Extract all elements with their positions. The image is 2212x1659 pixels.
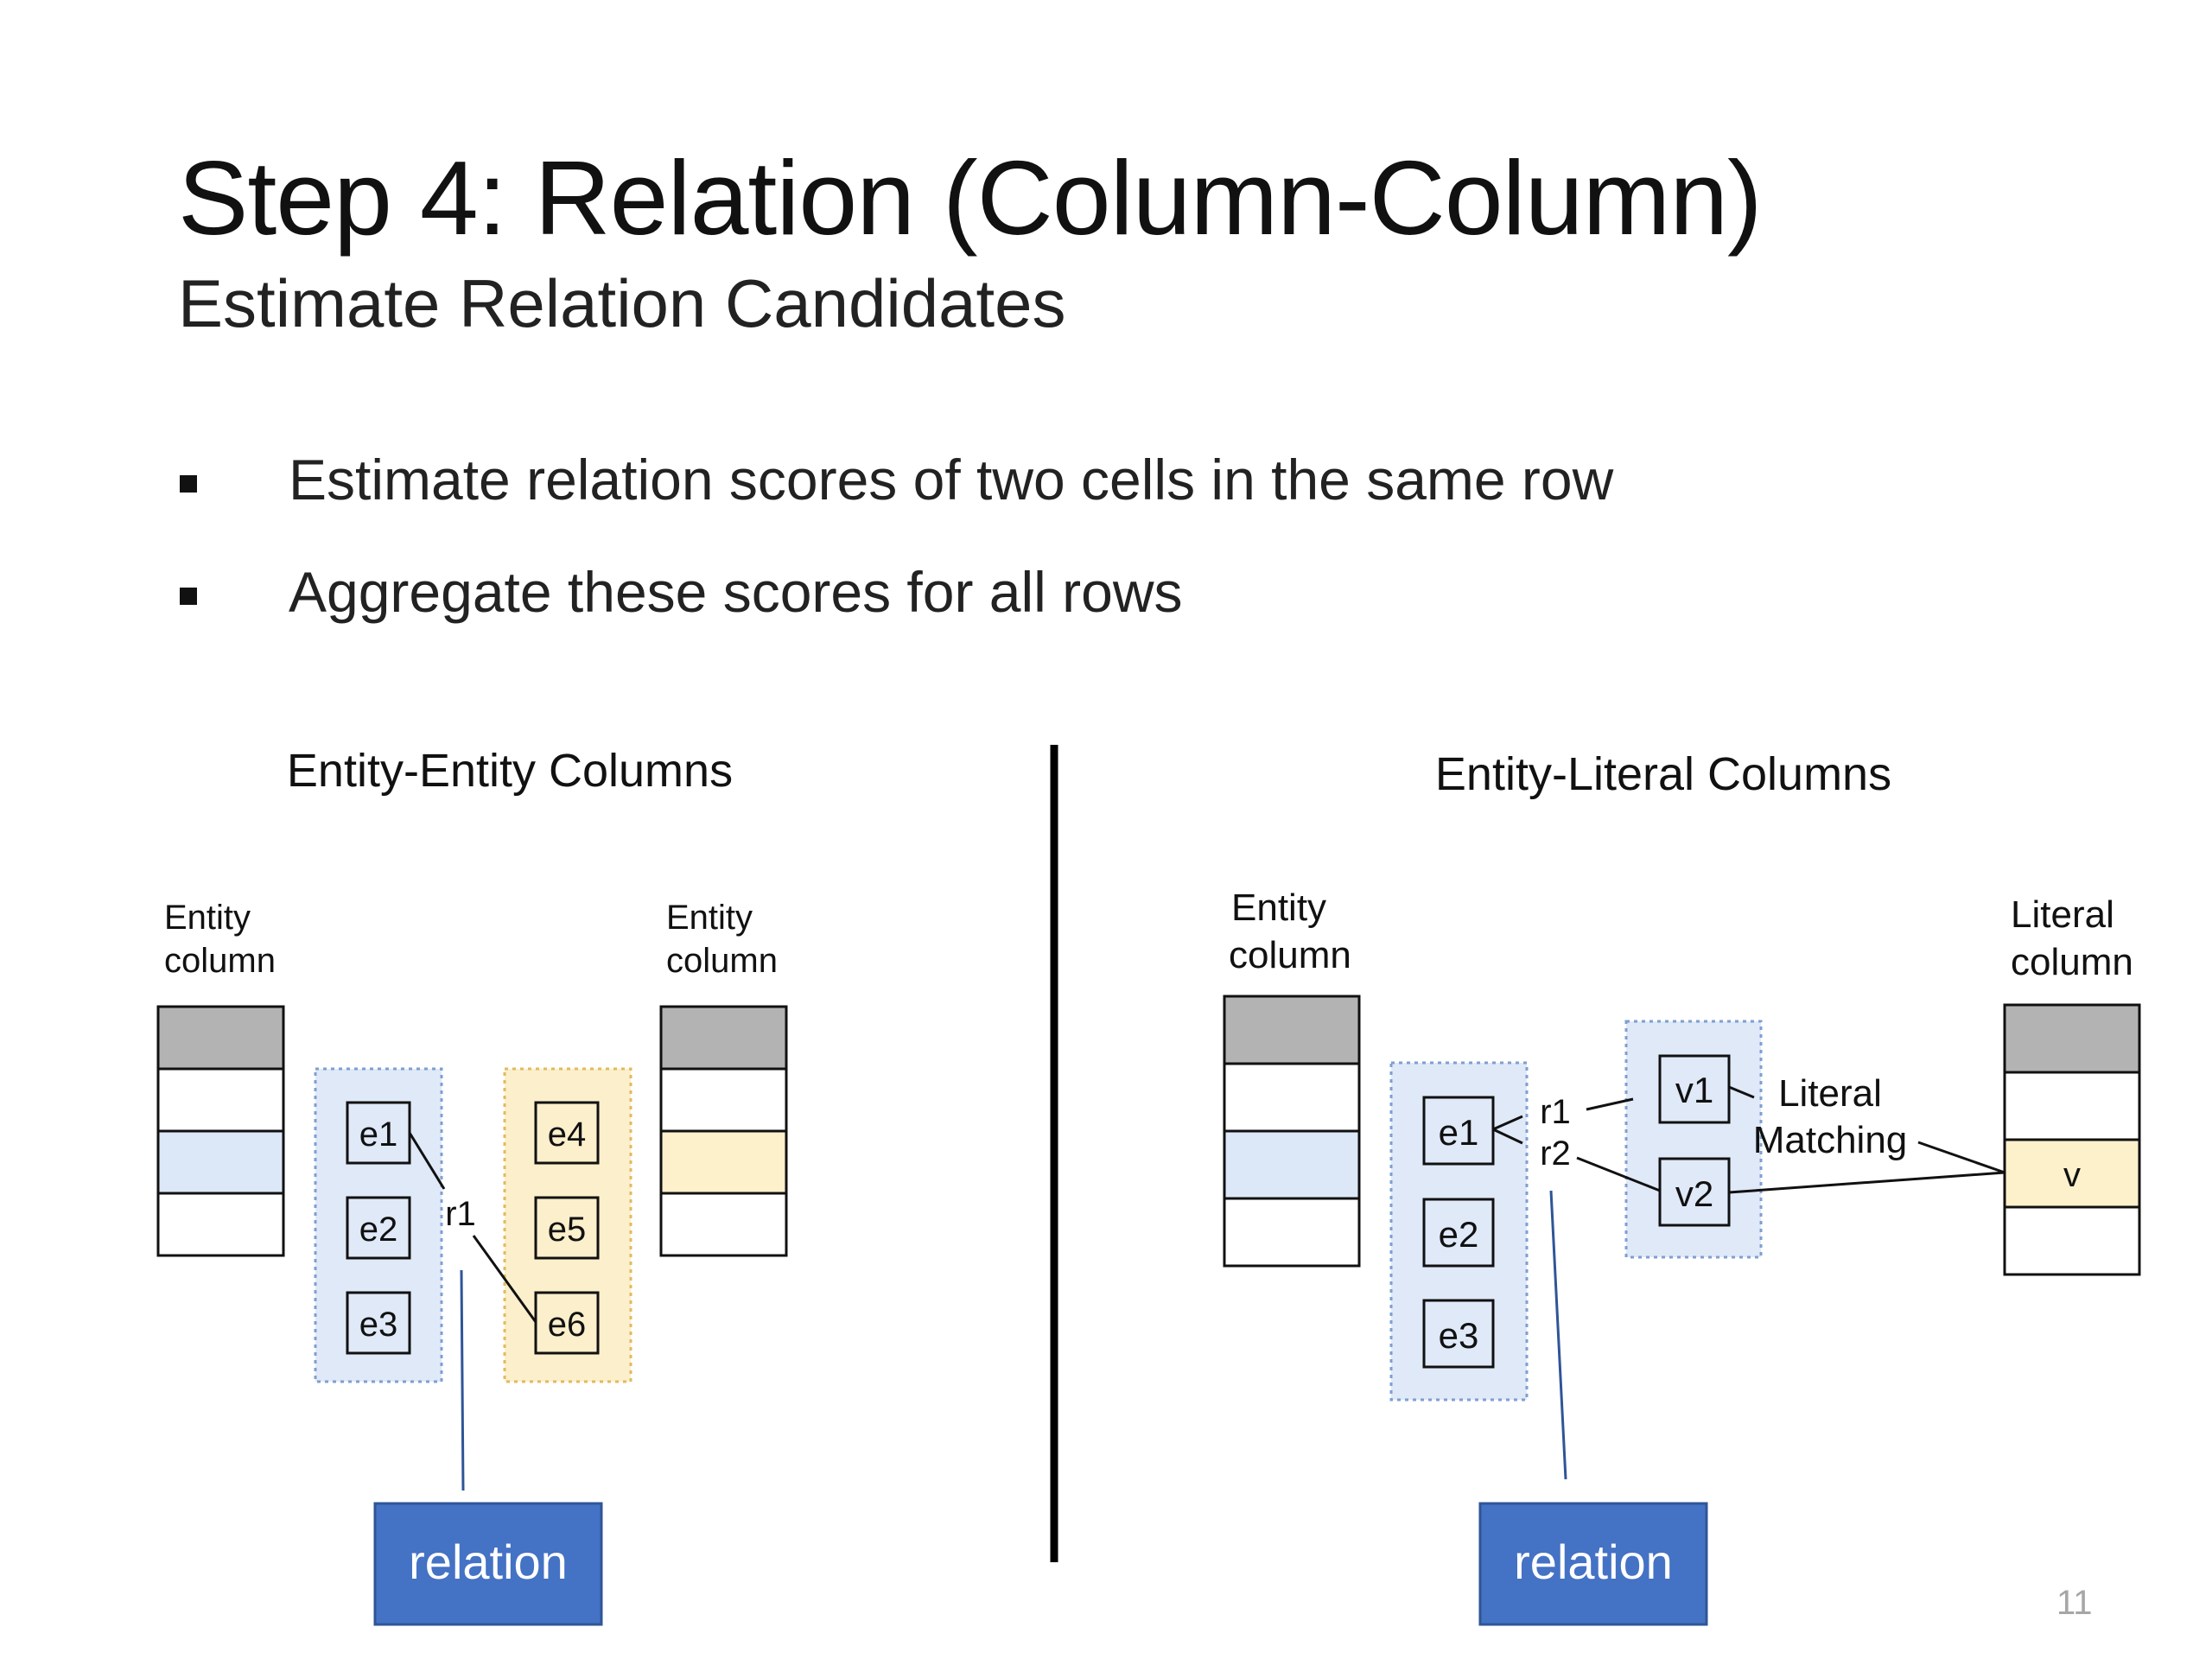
entity-candidate-label: e3: [359, 1306, 398, 1344]
relation-edge-r2: [1576, 1156, 1661, 1192]
entity-candidate-label: e2: [359, 1211, 398, 1249]
relation-box: [1478, 1502, 1708, 1626]
bullet-text: Aggregate these scores for all rows: [289, 560, 1183, 624]
right-column-label-line2: column: [666, 942, 778, 980]
bullet-item: Estimate relation scores of two cells in…: [178, 451, 2079, 529]
table-header-cell: [2003, 1003, 2141, 1074]
table-cell: [2003, 1205, 2141, 1276]
literal-matching-edge: [1728, 1085, 1755, 1099]
table-cell: [1223, 1197, 1361, 1268]
value-candidate-label: v1: [1675, 1070, 1713, 1110]
left-panel-heading: Entity-Entity Columns: [287, 745, 733, 797]
relation-edge: [472, 1235, 537, 1323]
relation-edge-r1: [1492, 1115, 1523, 1131]
left-entity-column-table: [156, 1005, 285, 1257]
entity-candidate-label: e2: [1439, 1214, 1479, 1255]
relation-pointer-line: [1549, 1190, 1567, 1480]
table-header-cell: [1223, 995, 1361, 1065]
literal-matching-edge: [1917, 1141, 2005, 1174]
table-cell: [156, 1067, 285, 1133]
table-cell-highlighted: [1223, 1129, 1361, 1200]
left-column-label-line2: column: [164, 942, 276, 980]
table-cell: [1223, 1062, 1361, 1133]
entity-candidate-box: [346, 1291, 411, 1355]
entity-candidate-label: e3: [1439, 1315, 1479, 1356]
literal-column-label-line1: Literal: [2011, 893, 2114, 936]
slide-subtitle: Estimate Relation Candidates: [178, 265, 1066, 341]
literal-column-table: [2003, 1003, 2141, 1276]
relation-edge-r1: [1586, 1097, 1634, 1111]
entity-candidate-group: [1389, 1061, 1529, 1402]
entity-column-label-line2: column: [1229, 934, 1351, 976]
left-candidate-group: [314, 1067, 443, 1383]
entity-literal-panel: Entity-Literal Columns Entity column Lit…: [1223, 748, 2141, 1626]
value-candidate-box: [1658, 1054, 1731, 1124]
right-panel-heading: Entity-Literal Columns: [1435, 748, 1891, 800]
bullet-text: Estimate relation scores of two cells in…: [289, 448, 1614, 512]
literal-matching-edge: [1728, 1171, 2005, 1194]
entity-candidate-label: e5: [548, 1211, 587, 1249]
entity-candidate-label: e1: [359, 1116, 398, 1154]
literal-matching-label-line1: Literal: [1778, 1072, 1882, 1115]
entity-candidate-label: e6: [548, 1306, 587, 1344]
relation-box: [373, 1502, 603, 1626]
table-header-cell: [659, 1005, 788, 1071]
left-column-label-line1: Entity: [164, 899, 251, 937]
value-candidate-label: v2: [1675, 1173, 1713, 1214]
slide-title: Step 4: Relation (Column-Column): [178, 139, 1763, 257]
relation-box-label: relation: [1514, 1535, 1673, 1589]
entity-candidate-box: [1422, 1299, 1495, 1369]
entity-candidate-label: e4: [548, 1116, 587, 1154]
relation-edge-label-r2: r2: [1540, 1135, 1571, 1173]
page-number: 11: [2056, 1584, 2093, 1622]
bullet-marker-icon: [180, 475, 197, 493]
table-cell: [659, 1192, 788, 1257]
entity-column-label-line1: Entity: [1231, 887, 1326, 929]
entity-candidate-box: [346, 1196, 411, 1260]
bullet-item: Aggregate these scores for all rows: [178, 563, 2079, 641]
literal-column-label-line2: column: [2011, 941, 2133, 983]
literal-matching-label-line2: Matching: [1753, 1119, 1908, 1161]
relation-edge: [408, 1132, 446, 1190]
table-cell-highlighted: [659, 1129, 788, 1195]
value-candidate-group: [1624, 1020, 1763, 1259]
entity-candidate-box: [534, 1101, 600, 1165]
relation-edge-label: r1: [445, 1195, 476, 1233]
table-cell: [2003, 1071, 2141, 1141]
relation-edge-r2: [1492, 1128, 1523, 1145]
right-column-label-line1: Entity: [666, 899, 753, 937]
entity-candidate-box: [534, 1291, 600, 1355]
entity-candidate-label: e1: [1439, 1112, 1479, 1153]
relation-pointer-line: [460, 1269, 465, 1491]
entity-candidate-box: [534, 1196, 600, 1260]
entity-candidate-box: [1422, 1198, 1495, 1268]
right-candidate-group: [503, 1067, 632, 1383]
table-header-cell: [156, 1005, 285, 1071]
entity-entity-panel: Entity-Entity Columns Entity column Enti…: [156, 745, 788, 1626]
entity-column-table: [1223, 995, 1361, 1268]
bullet-marker-icon: [180, 588, 197, 605]
table-cell: [659, 1067, 788, 1133]
table-cell-highlighted: [156, 1129, 285, 1195]
relation-box-label: relation: [409, 1535, 568, 1589]
relation-edge-label-r1: r1: [1540, 1093, 1571, 1131]
literal-cell-value: v: [2063, 1156, 2081, 1194]
table-cell: [156, 1192, 285, 1257]
right-entity-column-table: [659, 1005, 788, 1257]
